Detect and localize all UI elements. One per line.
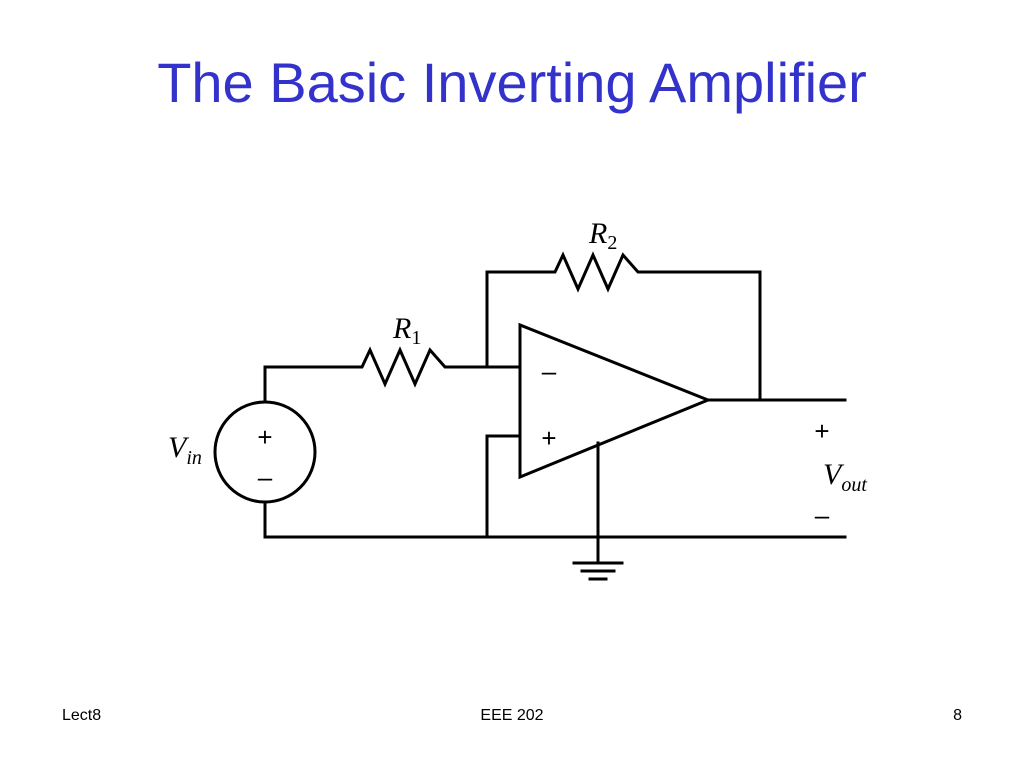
ground-icon [572, 561, 624, 581]
opamp-inverting-sign: – [542, 356, 557, 386]
vin-plus-sign: + [257, 422, 272, 452]
vout-plus-sign: + [814, 416, 829, 446]
wire-vin-top [263, 365, 357, 404]
page-title: The Basic Inverting Amplifier [157, 51, 867, 114]
footer-course: EEE 202 [480, 707, 544, 724]
label-r1: R1 [392, 312, 421, 349]
vin-minus-sign: – [258, 462, 273, 492]
footer-page-number: 8 [953, 707, 962, 724]
footer-lecture: Lect8 [62, 707, 102, 724]
label-vin: Vin [168, 431, 202, 469]
resistor-r2 [546, 251, 647, 293]
wire-noninverting [485, 434, 522, 539]
resistor-r1 [353, 346, 454, 388]
opamp-triangle [518, 322, 713, 480]
vout-minus-sign: – [815, 500, 830, 530]
opamp-noninverting-sign: + [541, 423, 556, 453]
wire-feedback-left [485, 270, 550, 369]
voltage-source [213, 400, 317, 504]
label-r2: R2 [588, 217, 617, 254]
label-vout: Vout [823, 458, 867, 496]
wire-feedback-right [643, 270, 762, 402]
